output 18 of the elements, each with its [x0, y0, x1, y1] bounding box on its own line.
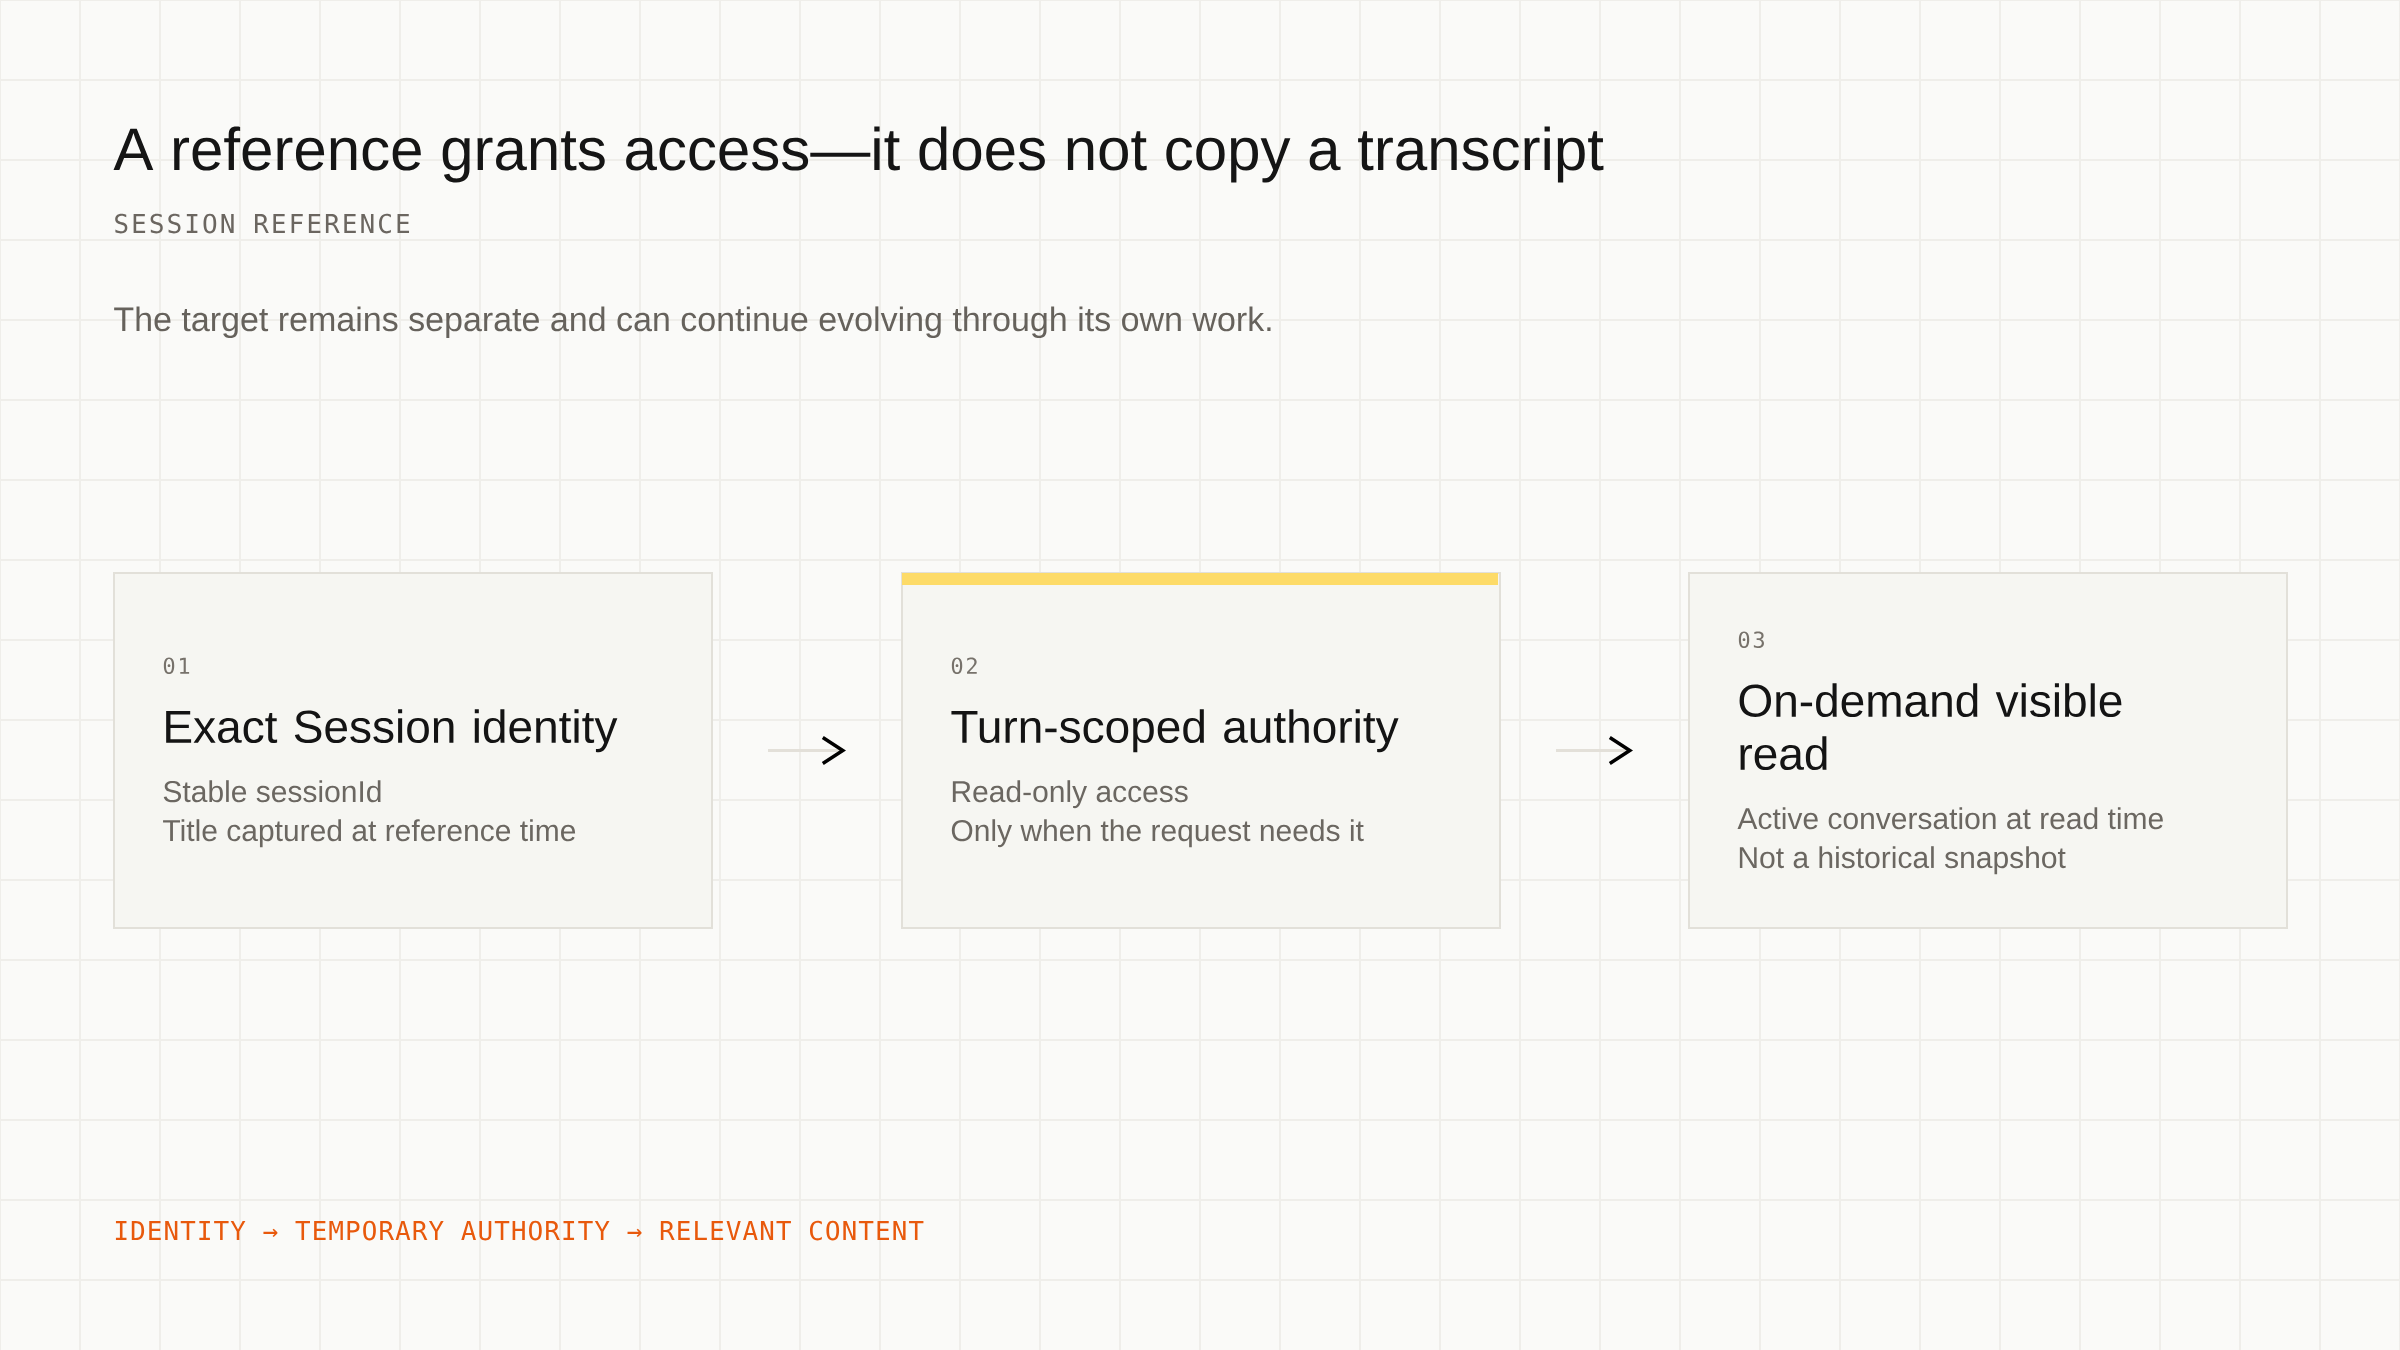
step-number: 03 — [1738, 631, 1764, 649]
card-title: On-demand visible read — [1739, 683, 2122, 771]
title: A reference grants access—it does not copy a transcript — [113, 126, 1604, 183]
card-text: Not a historical snapshot — [1739, 846, 2066, 875]
arrow — [1556, 736, 1633, 765]
card-text: Read-only access — [952, 780, 1188, 809]
card-title: Exact Session identity — [166, 709, 618, 753]
step-number: 01 — [163, 657, 190, 675]
description: The target remains separate and can continue evolving through its own work. — [114, 306, 1271, 339]
card-text: Stable sessionId — [163, 780, 381, 803]
footer-text: IDENTITY → TEMPORARY AUTHORITY → RELEVANT CONTENT — [115, 1220, 924, 1241]
card-title: Turn-scoped authority — [951, 709, 1399, 753]
card-text: Only when the request needs it — [951, 819, 1364, 848]
step-number: 02 — [951, 657, 977, 675]
card-text: Active conversation at read time — [1737, 807, 2163, 830]
subtitle: SESSION REFERENCE — [115, 213, 409, 234]
arrow — [768, 736, 846, 765]
card-text: Title captured at reference time — [163, 819, 576, 848]
